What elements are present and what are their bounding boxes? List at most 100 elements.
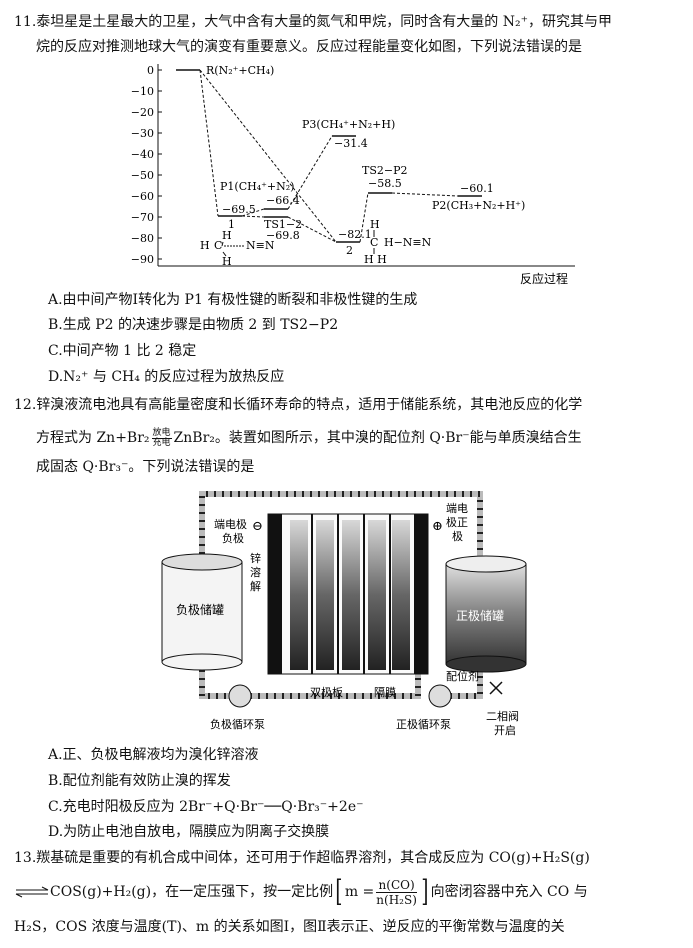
negative-end-electrode: [268, 514, 282, 674]
mol1-h-left: H: [200, 239, 210, 252]
q13-stem-text1: 羰基硫是重要的有机合成中间体，还可用于作超临界溶剂，其合成反应为 CO(g)+H…: [36, 850, 590, 866]
value-P2: −60.1: [460, 182, 494, 195]
mol1-n: N≡N: [246, 239, 275, 252]
q13-stem-line2: COS(g)+H₂(g)，在一定压强下，按一定比例[m =n(CO)n(H₂S)…: [14, 877, 588, 907]
neg-electrode-line1: 端电极: [214, 517, 247, 531]
q13-stem-line3: H₂S，COS 浓度与温度(T)、m 的关系如图Ⅰ，图Ⅱ表示正、逆反应的平衡常数…: [14, 919, 565, 935]
ytick-6: −60: [131, 190, 154, 203]
q13-number: 13.: [14, 850, 37, 866]
ytick-5: −50: [131, 169, 154, 182]
label-R: R(N₂⁺+CH₄): [206, 64, 274, 77]
q11-energy-diagram: 0 −10 −20 −30 −40 −50 −60 −70 −80 −90 反应…: [131, 64, 575, 286]
q12-option-b[interactable]: B.配位剂能有效防止溴的挥发: [48, 773, 231, 789]
connectors: [199, 69, 459, 243]
q12-option-c[interactable]: C.充电时阳极反应为 2Br⁻+Q·Br⁻──Q·Br₃⁻+2e⁻: [48, 799, 364, 815]
ytick-0: 0: [147, 64, 154, 77]
ytick-7: −70: [131, 211, 154, 224]
ytick-8: −80: [131, 232, 154, 245]
pos-pump-label: 正极循环泵: [396, 717, 451, 731]
cell-3: [342, 520, 360, 670]
label-TS2: TS2−P2: [362, 164, 408, 177]
pos-tank-label: 正极储罐: [456, 608, 504, 623]
name-I2: 2: [346, 244, 353, 257]
mol1-h-bottom: H: [222, 255, 232, 268]
value-TS1: −69.8: [266, 229, 300, 242]
q12-eq-arrow: 放电充电: [151, 427, 172, 448]
mol2-h-bottom: H H: [364, 253, 387, 266]
cell-5: [392, 520, 410, 670]
zinc-line1: 锌: [250, 551, 261, 565]
q13-stem-line1: 13.羰基硫是重要的有机合成中间体，还可用于作超临界溶剂，其合成反应为 CO(g…: [14, 848, 590, 868]
label-P2: P2(CH₃+N₂+H⁺): [432, 199, 525, 212]
left-bracket: [: [335, 874, 343, 909]
q11-stem-text1: 泰坦星是土星最大的卫星，大气中含有大量的氮气和甲烷，同时含有大量的 N₂⁺，研究…: [36, 14, 612, 30]
q11-number: 11.: [14, 14, 37, 30]
ytick-1: −10: [131, 85, 154, 98]
q12-eq-prefix: 方程式为 Zn+Br₂: [36, 430, 150, 446]
molecule-2: H C H−N≡N H H: [364, 218, 432, 266]
mol1-c: C: [214, 239, 222, 252]
ytick-2: −20: [131, 106, 154, 119]
negative-tank: [161, 553, 243, 671]
q11-stem-line1: 11.泰坦星是土星最大的卫星，大气中含有大量的氮气和甲烷，同时含有大量的 N₂⁺…: [14, 12, 612, 32]
q12-stem-line3: 成固态 Q·Br₃⁻。下列说法错误的是: [36, 459, 255, 475]
value-P3: −31.4: [334, 137, 368, 150]
equilibrium-arrow-icon: [15, 886, 49, 898]
right-bracket: ]: [421, 874, 429, 909]
q13-m-num: n(CO): [376, 878, 417, 893]
q11-stem-line2: 烷的反应对推测地球大气的演变有重要意义。反应过程能量变化如图，下列说法错误的是: [36, 39, 582, 55]
molecule-1: H H C N≡N H: [200, 229, 275, 268]
q12-number: 12.: [14, 397, 37, 413]
ytick-3: −30: [131, 127, 154, 140]
ytick-9: −90: [131, 253, 154, 266]
q12-eq-top: 放电: [151, 427, 172, 439]
ytick-4: −40: [131, 148, 154, 161]
mol2-right: H−N≡N: [384, 236, 432, 249]
valve-line1: 二相阀: [486, 709, 519, 723]
name-I1: 1: [228, 218, 235, 231]
q11-option-b[interactable]: B.生成 P2 的决速步骤是由物质 2 到 TS2−P2: [48, 317, 339, 333]
mol2-c: C: [370, 236, 378, 249]
q13-m-label: m =: [344, 884, 375, 900]
label-P3: P3(CH₄⁺+N₂+H): [302, 118, 395, 131]
q13-line2-prefix: COS(g)+H₂(g)，在一定压强下，按一定比例: [50, 884, 334, 900]
neg-pump-label: 负极循环泵: [210, 717, 265, 731]
value-TS2: −58.5: [368, 177, 402, 190]
plus-sign: ⊕: [432, 519, 443, 534]
q12-option-d[interactable]: D.为防止电池自放电，隔膜应为阴离子交换膜: [48, 824, 330, 840]
negative-pump: [228, 684, 252, 708]
q12-eq-suffix: ZnBr₂。装置如图所示，其中溴的配位剂 Q·Br⁻能与单质溴结合生: [173, 430, 582, 446]
pos-electrode-line2: 极正: [446, 515, 468, 529]
q12-battery-diagram: ⊖ ⊕ 端电极 负极 端电 极正 极 锌 溶 解 负极储罐 正极储罐 配位剂 双…: [161, 491, 527, 737]
q12-stem-line1: 12.锌溴液流电池具有高能量密度和长循环寿命的特点，适用于储能系统，其电池反应的…: [14, 395, 582, 415]
q13-line2-suffix: 向密闭容器中充入 CO 与: [430, 884, 588, 900]
x-axis-label: 反应过程: [520, 271, 568, 286]
q11-option-d[interactable]: D.N₂⁺ 与 CH₄ 的反应过程为放热反应: [48, 369, 285, 385]
q12-option-a[interactable]: A.正、负极电解液均为溴化锌溶液: [48, 747, 259, 763]
positive-tank: [445, 555, 527, 673]
two-phase-valve: [489, 681, 503, 695]
positive-end-electrode: [414, 514, 428, 674]
label-TS1: TS1−2: [264, 218, 302, 231]
q12-eq-bottom: 充电: [152, 437, 171, 448]
neg-tank-label: 负极储罐: [176, 602, 224, 617]
zinc-line2: 溶: [250, 565, 261, 579]
value-P1: −66.4: [266, 194, 300, 207]
q11-option-a[interactable]: A.由中间产物Ⅰ转化为 P1 有极性键的断裂和非极性键的生成: [48, 292, 418, 308]
valve-line2: 开启: [494, 724, 516, 737]
mol1-h-top: H: [222, 229, 232, 242]
label-P1: P1(CH₄⁺+N₂): [220, 180, 294, 193]
cell-1: [290, 520, 308, 670]
pos-electrode-line1: 端电: [446, 502, 468, 515]
cell-4: [368, 520, 386, 670]
q12-stem-text1: 锌溴液流电池具有高能量密度和长循环寿命的特点，适用于储能系统，其电池反应的化学: [36, 397, 583, 413]
q13-m-fraction: n(CO)n(H₂S): [376, 878, 417, 907]
value-I1: −69.5: [222, 203, 256, 216]
pos-electrode-line3: 极: [452, 529, 463, 543]
pipes: [199, 491, 483, 699]
zinc-line3: 解: [250, 579, 261, 593]
value-I2: −82.1: [338, 228, 372, 241]
bipolar-plates: [311, 514, 391, 674]
q11-option-c[interactable]: C.中间产物 1 比 2 稳定: [48, 343, 197, 359]
